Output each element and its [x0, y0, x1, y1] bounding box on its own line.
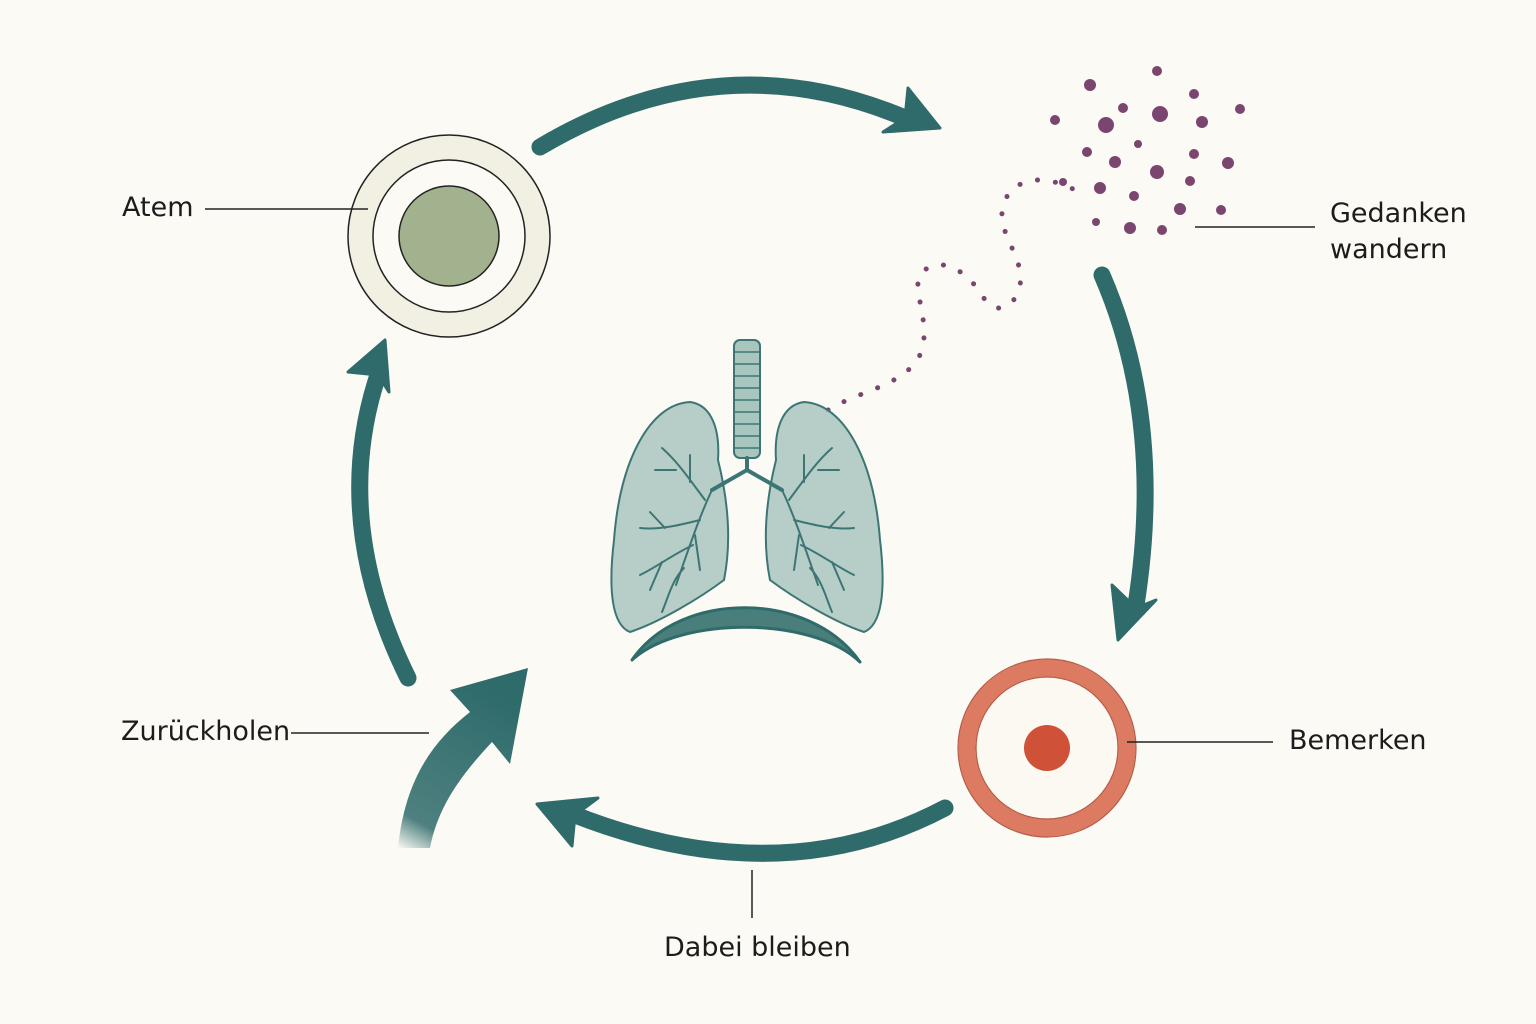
label-breath: Atem: [122, 192, 194, 223]
arrow-return-to-breath: [346, 338, 417, 687]
scattered-dots-icon: [1050, 66, 1245, 235]
arrow-breath-to-thoughts: [531, 76, 942, 156]
label-thoughts-line1: Gedanken: [1330, 198, 1467, 229]
concentric-rings-icon: [347, 134, 551, 338]
label-return: Zurückholen: [121, 716, 290, 747]
label-stay: Dabei bleiben: [664, 932, 851, 963]
return-swoosh-arrow: [398, 668, 528, 848]
label-notice: Bemerken: [1289, 725, 1427, 756]
arrow-thoughts-to-notice: [1093, 266, 1158, 642]
arrow-notice-to-return: [535, 796, 954, 862]
target-dot-icon: [957, 658, 1137, 838]
lungs-icon: [610, 339, 884, 664]
label-thoughts-line2: wandern: [1330, 234, 1447, 265]
wandering-dotted-path: [825, 177, 1078, 413]
